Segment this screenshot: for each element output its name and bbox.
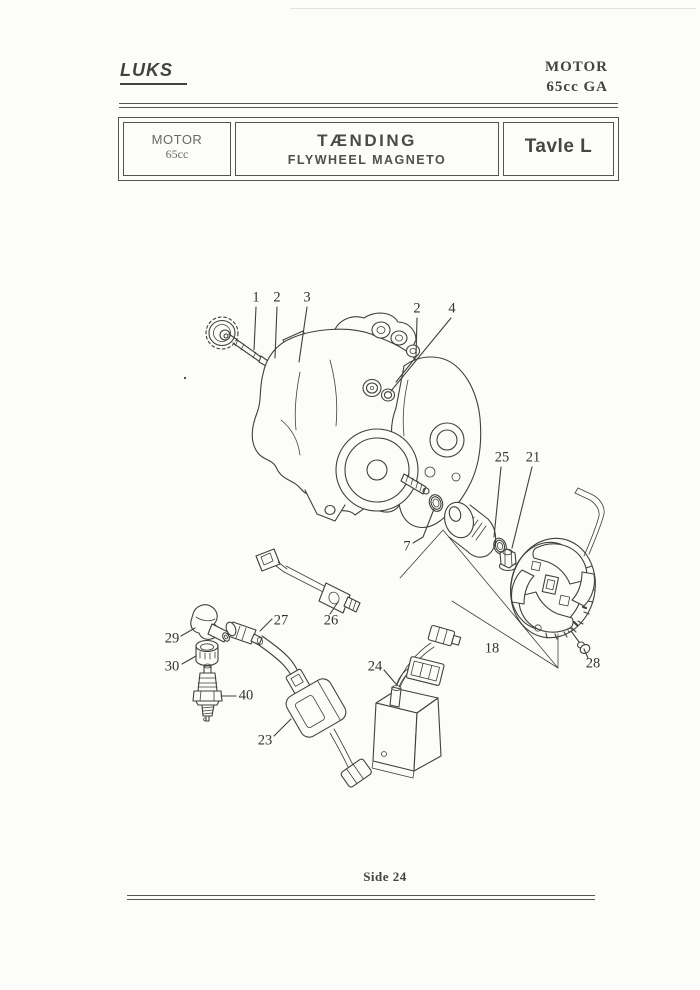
title-cell-plate: Tavle L	[503, 122, 614, 176]
callout-30: 30	[164, 658, 180, 675]
model-line2: 65cc GA	[546, 79, 608, 95]
callout-27: 27	[273, 612, 289, 629]
scan-line-artifact	[290, 8, 696, 10]
page-subtitle: FLYWHEEL MAGNETO	[287, 153, 447, 167]
flywheel-part-18	[510, 537, 596, 669]
callout-28: 28	[585, 655, 601, 672]
callout-26: 26	[323, 612, 339, 629]
callout-7: 7	[403, 538, 411, 555]
boot-part-27	[225, 621, 264, 646]
callout-25: 25	[494, 449, 510, 466]
lead-wire-part-26	[255, 548, 361, 614]
bottom-rule	[127, 895, 595, 900]
cdi-unit-part-24	[371, 624, 462, 779]
plug-cap-part-29	[190, 604, 230, 643]
nut-part-21	[498, 548, 518, 572]
magneto-wire	[574, 487, 605, 557]
rotor-hub	[444, 501, 497, 558]
model-line1: MOTOR	[544, 59, 608, 75]
callout-4: 4	[448, 300, 456, 317]
callout-40: 40	[238, 687, 254, 704]
washer-part-7	[428, 494, 444, 512]
top-rule	[119, 103, 618, 108]
title-model-line1: MOTOR	[151, 132, 203, 147]
ignition-coil-part-23	[285, 668, 372, 788]
callout-24: 24	[367, 658, 383, 675]
callout-29: 29	[164, 630, 180, 647]
callout-2: 2	[413, 300, 421, 317]
title-cell-main: TÆNDING FLYWHEEL MAGNETO	[235, 122, 499, 176]
spark-plug-part-40	[192, 663, 223, 722]
leader-lines	[180, 306, 589, 737]
crankcase	[251, 312, 482, 529]
title-cell-model: MOTOR 65cc	[123, 122, 231, 176]
title-model-line2: 65cc	[165, 147, 189, 161]
brand-logo: LUKS	[120, 60, 187, 85]
callout-3: 3	[303, 289, 311, 306]
callout-23: 23	[257, 732, 273, 749]
bolt-part-28	[567, 627, 591, 655]
callout-18: 18	[484, 640, 500, 657]
title-block: MOTOR 65cc TÆNDING FLYWHEEL MAGNETO Tavl…	[118, 117, 619, 181]
callout-2: 2	[273, 289, 281, 306]
plate-label: Tavle L	[524, 136, 593, 157]
leader-lines-18	[399, 529, 559, 669]
callout-1: 1	[252, 289, 260, 306]
callout-21: 21	[525, 449, 541, 466]
page-number-label: Side 24	[363, 869, 407, 884]
model-header: MOTOR 65cc GA	[545, 57, 608, 97]
bushing-part-30	[195, 639, 219, 667]
page-title: TÆNDING	[317, 131, 417, 150]
